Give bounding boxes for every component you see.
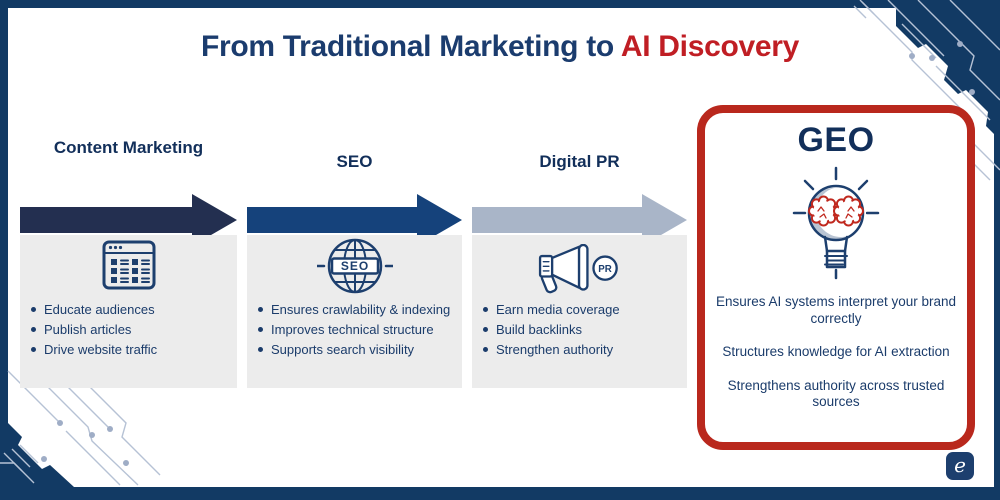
circuit-decoration-bottom-left <box>0 367 161 487</box>
bullet-dot <box>483 347 488 352</box>
bullet-dot <box>483 327 488 332</box>
geo-card: GEO <box>697 105 975 450</box>
geo-points: Ensures AI systems interpret your brand … <box>715 294 957 428</box>
digital-pr-arrow <box>472 194 687 246</box>
column-heading-digital-pr: Digital PR <box>539 152 620 171</box>
list-item: Build backlinks <box>483 321 682 338</box>
geo-point: Structures knowledge for AI extraction <box>722 344 950 359</box>
frame-border-top <box>0 0 1000 8</box>
title-highlight: AI Discovery <box>620 30 800 63</box>
title-prefix: From Traditional Marketing to <box>200 30 621 63</box>
content-marketing-bullets: Educate audiences Publish articles Drive… <box>31 301 232 361</box>
content-marketing-panel: Educate audiences Publish articles Drive… <box>20 235 237 388</box>
brand-logo: e <box>946 452 974 480</box>
digital-pr-panel: PR Earn media coverage Build backlinks S… <box>472 235 687 388</box>
column-heading-content-marketing: Content Marketing <box>53 138 204 157</box>
list-item: Improves technical structure <box>258 321 457 338</box>
geo-point: Strengthens authority across trusted sou… <box>727 377 945 410</box>
seo-globe-icon: SEO <box>315 236 394 301</box>
frame-border-right <box>994 0 1000 500</box>
list-item: Ensures crawlability & indexing <box>258 301 457 318</box>
list-item: Publish articles <box>31 321 232 338</box>
list-item: Supports search visibility <box>258 341 457 358</box>
seo-bullets: Ensures crawlability & indexing Improves… <box>258 301 457 361</box>
content-marketing-arrow <box>20 194 237 246</box>
pr-icon-label: PR <box>598 264 612 275</box>
bullet-dot <box>483 307 488 312</box>
list-item: Earn media coverage <box>483 301 682 318</box>
digital-pr-bullets: Earn media coverage Build backlinks Stre… <box>483 301 682 361</box>
bullet-dot <box>31 307 36 312</box>
list-item: Strengthen authority <box>483 341 682 358</box>
frame-bottom-bar <box>0 487 1000 500</box>
brand-logo-glyph: e <box>954 453 966 477</box>
list-item: Educate audiences <box>31 301 232 318</box>
seo-arrow <box>247 194 462 246</box>
bullet-dot <box>258 307 263 312</box>
lightbulb-brain-icon <box>788 165 884 288</box>
geo-point: Ensures AI systems interpret your brand … <box>715 294 957 326</box>
seo-icon-label: SEO <box>340 259 368 273</box>
geo-heading: GEO <box>797 121 875 159</box>
page-title: From Traditional Marketing to AI Discove… <box>0 30 1000 64</box>
bullet-dot <box>31 327 36 332</box>
bullet-dot <box>31 347 36 352</box>
bullet-dot <box>258 327 263 332</box>
seo-panel: SEO Ensures crawlability & indexing Impr… <box>247 235 462 388</box>
list-item: Drive website traffic <box>31 341 232 358</box>
megaphone-pr-icon: PR <box>534 243 626 301</box>
circuit-decoration-top-right <box>853 0 1000 181</box>
bullet-dot <box>258 347 263 352</box>
article-browser-icon <box>102 240 156 295</box>
frame-border-left <box>0 0 8 500</box>
column-heading-seo: SEO <box>336 152 373 171</box>
